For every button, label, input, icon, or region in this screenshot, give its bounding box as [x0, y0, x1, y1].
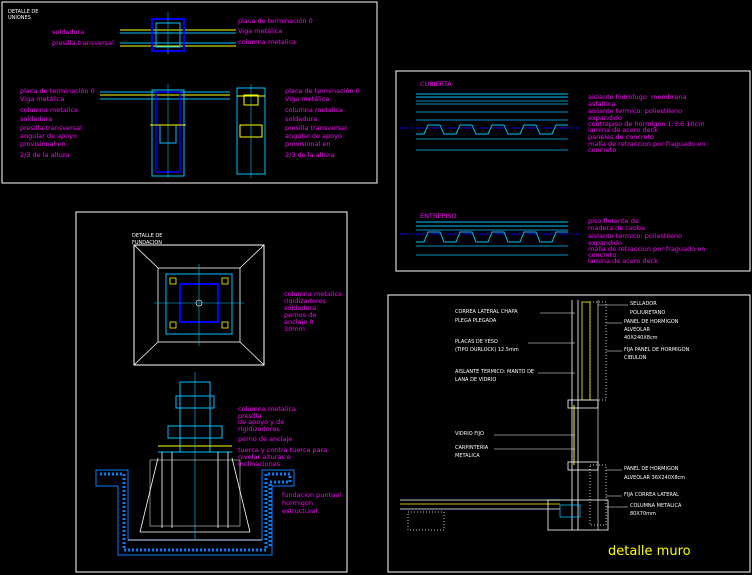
union-right-notes: placa de terminación 0 Viga metálica col… — [285, 87, 362, 159]
foundation-bottom-notes: columna metalica presilla de apoyo y de … — [238, 405, 343, 515]
foundation-detail-panel: DETALLE DE FUNDACION columna metalica ri… — [75, 211, 348, 573]
union-heading: DETALLE DE UNIONES — [8, 9, 40, 21]
wall-leader-lines — [494, 304, 628, 508]
entrepiso-label: ENTREPISO — [420, 212, 457, 220]
lower-column-side — [236, 84, 266, 178]
foundation-top-notes: columna metalica rigidizadores soldadura… — [284, 290, 344, 333]
slab-detail-panel: CUBIERTA aislante hidrofugo: membrana as… — [395, 70, 751, 272]
cubierta-section — [400, 93, 580, 151]
wall-detail-panel: CORREA LATERAL CHAPA PLEGA PLEGADA PLACA… — [387, 294, 751, 573]
wall-title: detalle muro — [608, 544, 691, 559]
entrepiso-section — [400, 221, 580, 256]
entrepiso-notes: piso flotante de madera de caoba aislant… — [588, 217, 707, 265]
foundation-heading: DETALLE DE FUNDACION — [132, 233, 164, 246]
foundation-plan — [133, 244, 265, 366]
cubierta-label: CUBIERTA — [420, 80, 452, 88]
wall-frame — [387, 294, 751, 573]
cubierta-notes: aislante hidrofugo: membrana asfaltica a… — [588, 93, 707, 154]
top-beam-joint — [120, 12, 236, 54]
union-top-left-notes: soldadura presilla transversal — [52, 28, 114, 47]
foundation-section — [95, 372, 295, 556]
wall-section — [400, 300, 609, 531]
lower-column-joint — [100, 84, 230, 178]
union-detail-panel: DETALLE DE UNIONES soldadura presilla tr… — [1, 1, 378, 184]
union-left-notes: placa de terminación 0 Viga metálica col… — [20, 87, 97, 159]
wall-right-notes: SELLADOR POLIURETANO PANEL DE HORMIGON A… — [624, 301, 691, 517]
slab-frame — [395, 70, 751, 272]
foundation-frame — [75, 211, 348, 573]
wall-left-notes: CORREA LATERAL CHAPA PLEGA PLEGADA PLACA… — [455, 309, 536, 459]
union-frame — [1, 1, 378, 184]
union-top-right-notes: placa de terminación 0 Viga metálica col… — [238, 17, 315, 46]
